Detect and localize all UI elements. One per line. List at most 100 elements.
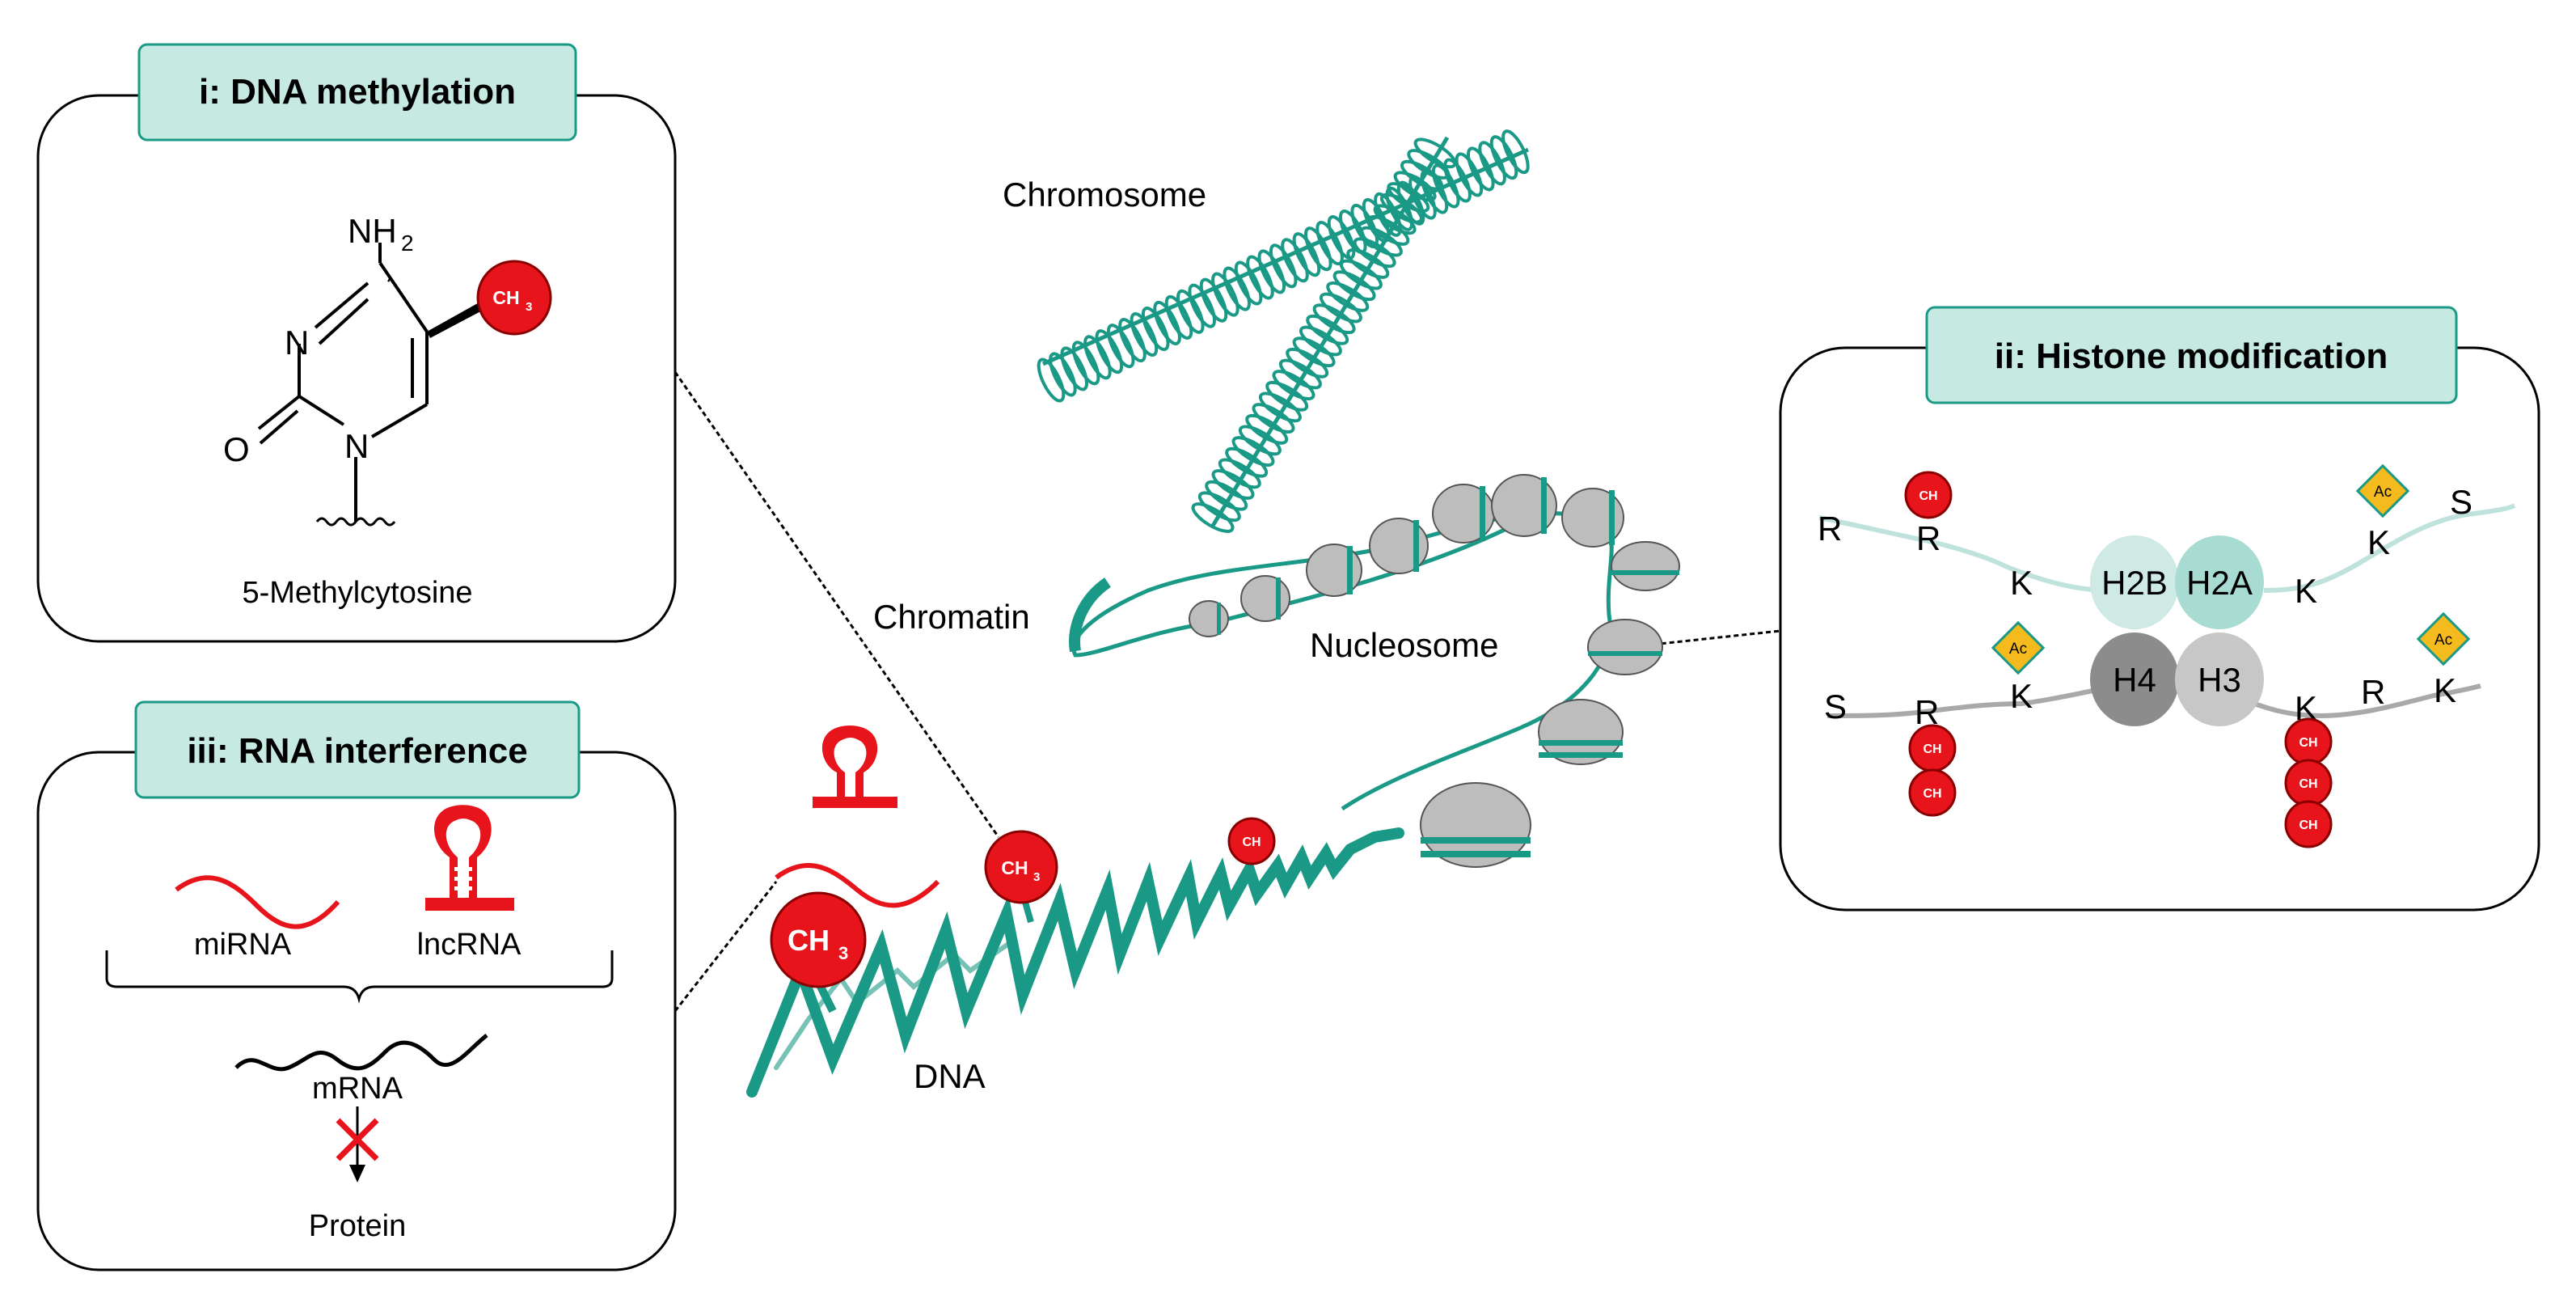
histone-h3 — [2175, 632, 2264, 726]
chromosome-coil-loop — [1501, 129, 1530, 175]
dna-label: DNA — [914, 1057, 986, 1095]
chromosome-coil-loop — [1118, 318, 1147, 363]
dna-helix — [746, 827, 1404, 1098]
chromosome-coil-loop — [1197, 491, 1241, 522]
tail-lower-right — [2231, 683, 2481, 719]
nh2-subscript: 2 — [401, 231, 414, 256]
chromatin-coil — [1069, 577, 1112, 653]
histone-h4-label: H4 — [2113, 661, 2156, 699]
translation-arrow-head — [349, 1165, 365, 1182]
svg-text:CH: CH — [2299, 819, 2317, 832]
chromosome-coil-loop — [1306, 314, 1349, 345]
dna-methyl-large-label: CH — [788, 924, 830, 957]
mirna-label: miRNA — [194, 928, 292, 962]
chromosome-coil-loop — [1319, 292, 1362, 324]
chromosome-coil-loop — [1400, 159, 1443, 191]
chromosome-coil-loop — [1083, 335, 1112, 380]
ring-o: O — [223, 430, 250, 468]
chromosome-coil-loop — [1478, 141, 1506, 186]
svg-text:Ac: Ac — [2009, 641, 2027, 658]
methylcytosine-structure — [257, 243, 429, 522]
panel-dna-methylation-title: i: DNA methylation — [199, 72, 516, 112]
chromosome-coil-loop — [1265, 380, 1309, 412]
chromosome-coil-loop — [1211, 469, 1255, 500]
mirna-dna-strand — [775, 863, 940, 908]
chromosome-coil-loop — [1443, 158, 1472, 203]
histone-h2b — [2090, 535, 2179, 629]
histone-methyl-marks: CH CH CH CH CH CH — [1904, 471, 2333, 848]
dna-methyl-small: CH — [1227, 817, 1276, 865]
methyl-mark: CH — [1904, 471, 1953, 519]
chromosome-coil-loop — [1467, 146, 1495, 192]
chromosome-coil-loop — [1141, 306, 1170, 352]
chromosome-coil-loop — [1292, 232, 1321, 277]
residue-label: K — [2295, 572, 2317, 610]
methyl-mark: CH — [2284, 759, 2333, 807]
chromosome-coil-loop — [1071, 341, 1100, 386]
chromosome-coil-loop — [1231, 436, 1275, 467]
acetyl-mark: Ac — [1991, 620, 2046, 675]
chromosome-coil-loop — [1060, 346, 1088, 391]
panel-histone-modification-title-box — [1925, 306, 2458, 404]
residue-label: S — [2450, 483, 2473, 521]
methyl-group-label: CH — [492, 287, 519, 308]
dna-methyl-medium-label: CH — [1001, 857, 1028, 878]
tail-lower-left — [1826, 685, 2111, 718]
panel-dna-methylation-frame — [36, 94, 677, 643]
chromosome-coil-loop — [1346, 247, 1390, 279]
chromosome-coil-loop — [1257, 249, 1286, 294]
panel-dna-methylation: i: DNA methylation NH 2 N N O CH 3 — [36, 43, 677, 643]
nucleosome-bead — [1538, 699, 1624, 765]
panel-histone-modification: ii: Histone modification H2B H2A H4 H3 R… — [1779, 306, 2540, 912]
chromosome-coil-loop — [1106, 324, 1135, 369]
chromosome-coil-loop — [1234, 260, 1263, 306]
panel-rna-interference: iii: RNA interference miRNA lncRNA mRNA … — [36, 700, 677, 1271]
residue-label: K — [2434, 671, 2456, 709]
methyl-mark: CH — [2284, 800, 2333, 848]
nucleosome-bead — [1420, 782, 1531, 868]
wavy-attachment — [315, 517, 396, 527]
chromosome-coil-loop — [1281, 238, 1309, 283]
residue-label: S — [1824, 687, 1847, 726]
chromosome-coil-loop — [1218, 458, 1261, 489]
mirna-strand — [175, 875, 340, 929]
chromosome-coil-loop — [1269, 243, 1298, 289]
panel-histone-modification-frame — [1779, 346, 2540, 912]
protein-label: Protein — [309, 1209, 406, 1243]
dna-methyl-medium: CH 3 — [984, 830, 1058, 924]
nucleosome-bead — [1561, 488, 1624, 548]
chromosome-coil-loop — [1353, 237, 1396, 269]
ring-n-top: N — [285, 324, 309, 362]
chromosome-coil-loop — [1223, 266, 1251, 311]
chromosome-coil-loop — [1211, 272, 1239, 317]
chromosome-coil-loop — [1225, 446, 1269, 478]
histone-h4 — [2090, 632, 2179, 726]
lncrna-label: lncRNA — [417, 928, 522, 962]
svg-text:CH: CH — [1919, 489, 1937, 503]
residue-label: R — [1916, 519, 1940, 557]
chromosome-coil-loop — [1188, 283, 1216, 328]
chromosome-coil-loop — [1258, 391, 1302, 423]
chromosome-coil-loop — [1205, 480, 1248, 511]
histone-h2b-label: H2B — [2101, 564, 2168, 602]
panel-rna-interference-title-box — [134, 700, 581, 799]
methyl-mark: CH — [1908, 768, 1957, 817]
tail-upper-left — [1818, 515, 2111, 593]
nucleosome-bead — [1587, 619, 1663, 675]
svg-text:CH: CH — [1923, 787, 1941, 801]
chromosome-coil-loop — [1176, 289, 1205, 334]
residue-label: R — [1818, 510, 1842, 548]
svg-text:Ac: Ac — [2435, 632, 2452, 649]
chromosome-coil-loop — [1292, 336, 1336, 368]
panel-dna-methylation-title-box — [137, 43, 577, 142]
nh2-label: NH — [348, 212, 397, 250]
chromosome-coil-loop — [1238, 425, 1282, 456]
nucleosome-bead — [1611, 541, 1680, 591]
ring-n-bottom: N — [344, 427, 369, 465]
chromosome-coil-loop — [1379, 192, 1423, 224]
histone-h2a-label: H2A — [2186, 564, 2253, 602]
panel-rna-interference-frame — [36, 751, 677, 1271]
panel-rna-interference-title: iii: RNA interference — [187, 731, 527, 771]
chromosome-coil-loop — [1252, 403, 1295, 434]
mrna-strand — [234, 1034, 488, 1072]
